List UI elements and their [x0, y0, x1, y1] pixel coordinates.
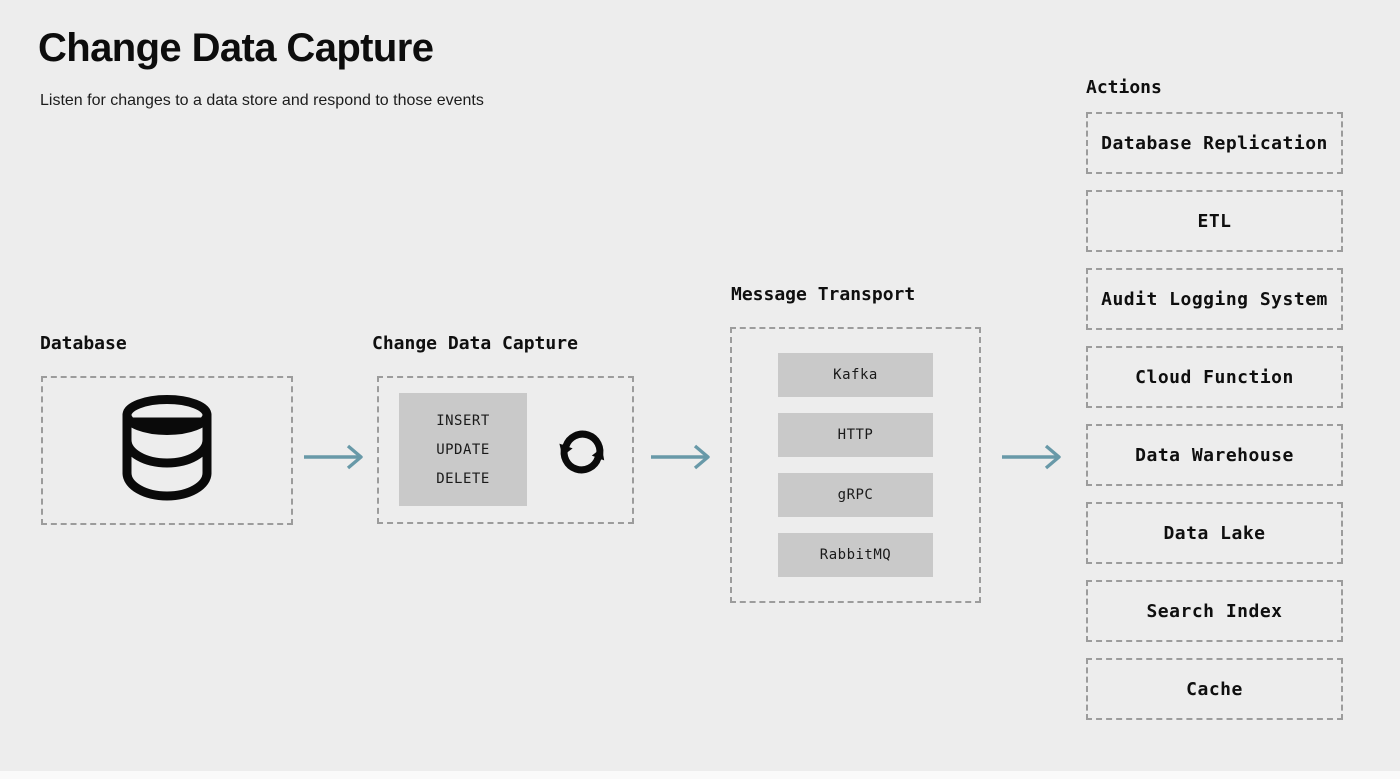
database-icon	[122, 394, 212, 500]
arrow-right-icon	[1002, 444, 1061, 470]
database-section-label: Database	[40, 333, 127, 354]
cdc-operations-panel: INSERT UPDATE DELETE	[399, 393, 527, 506]
arrow-right-icon	[651, 444, 710, 470]
action-item: Search Index	[1086, 580, 1343, 642]
cdc-section-label: Change Data Capture	[372, 333, 578, 354]
bottom-strip	[0, 771, 1400, 779]
action-item: Cloud Function	[1086, 346, 1343, 408]
page-subtitle: Listen for changes to a data store and r…	[40, 92, 484, 109]
arrow-right-icon	[304, 444, 363, 470]
action-item: Data Warehouse	[1086, 424, 1343, 486]
action-item: Audit Logging System	[1086, 268, 1343, 330]
action-item: Data Lake	[1086, 502, 1343, 564]
actions-section-label: Actions	[1086, 77, 1162, 98]
cdc-operation-label: INSERT	[436, 412, 490, 429]
action-item: Cache	[1086, 658, 1343, 720]
sync-icon	[556, 425, 608, 479]
action-item: Database Replication	[1086, 112, 1343, 174]
action-item: ETL	[1086, 190, 1343, 252]
page-title: Change Data Capture	[38, 26, 434, 70]
transport-option: gRPC	[778, 473, 933, 517]
database-box	[41, 376, 293, 525]
transport-option: HTTP	[778, 413, 933, 457]
cdc-operation-label: UPDATE	[436, 441, 490, 458]
cdc-box: INSERT UPDATE DELETE	[377, 376, 634, 524]
transport-option: RabbitMQ	[778, 533, 933, 577]
transport-option: Kafka	[778, 353, 933, 397]
cdc-operation-label: DELETE	[436, 470, 490, 487]
transport-section-label: Message Transport	[731, 284, 916, 305]
